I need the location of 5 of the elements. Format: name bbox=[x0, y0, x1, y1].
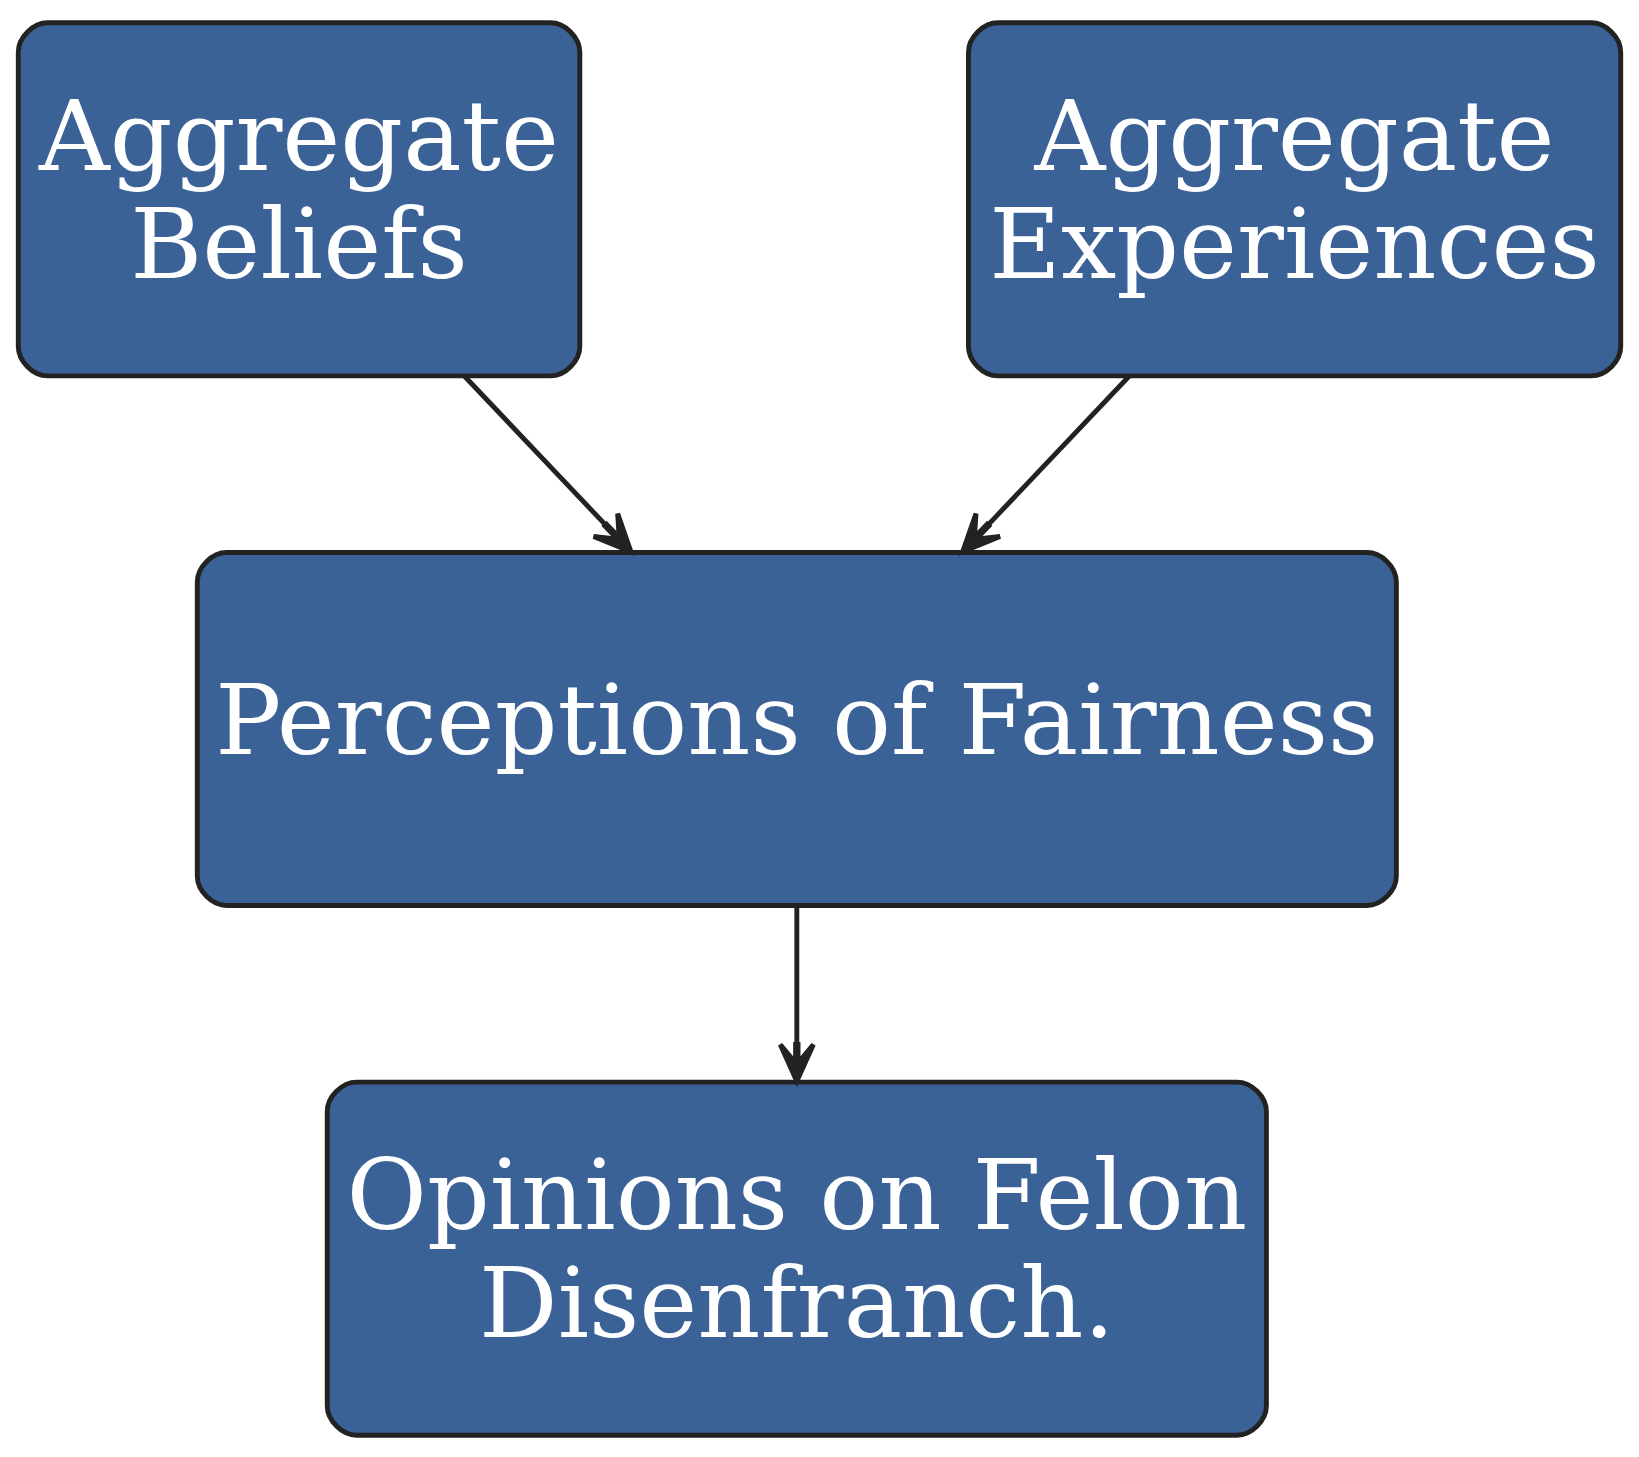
node-box: Aggregate Experiences bbox=[966, 19, 1624, 378]
node-box: Aggregate Beliefs bbox=[15, 19, 583, 378]
node-box: Opinions on Felon Disenfranch. bbox=[324, 1079, 1269, 1438]
node-box: Perceptions of Fairness bbox=[194, 549, 1399, 908]
arrow bbox=[777, 905, 816, 1084]
